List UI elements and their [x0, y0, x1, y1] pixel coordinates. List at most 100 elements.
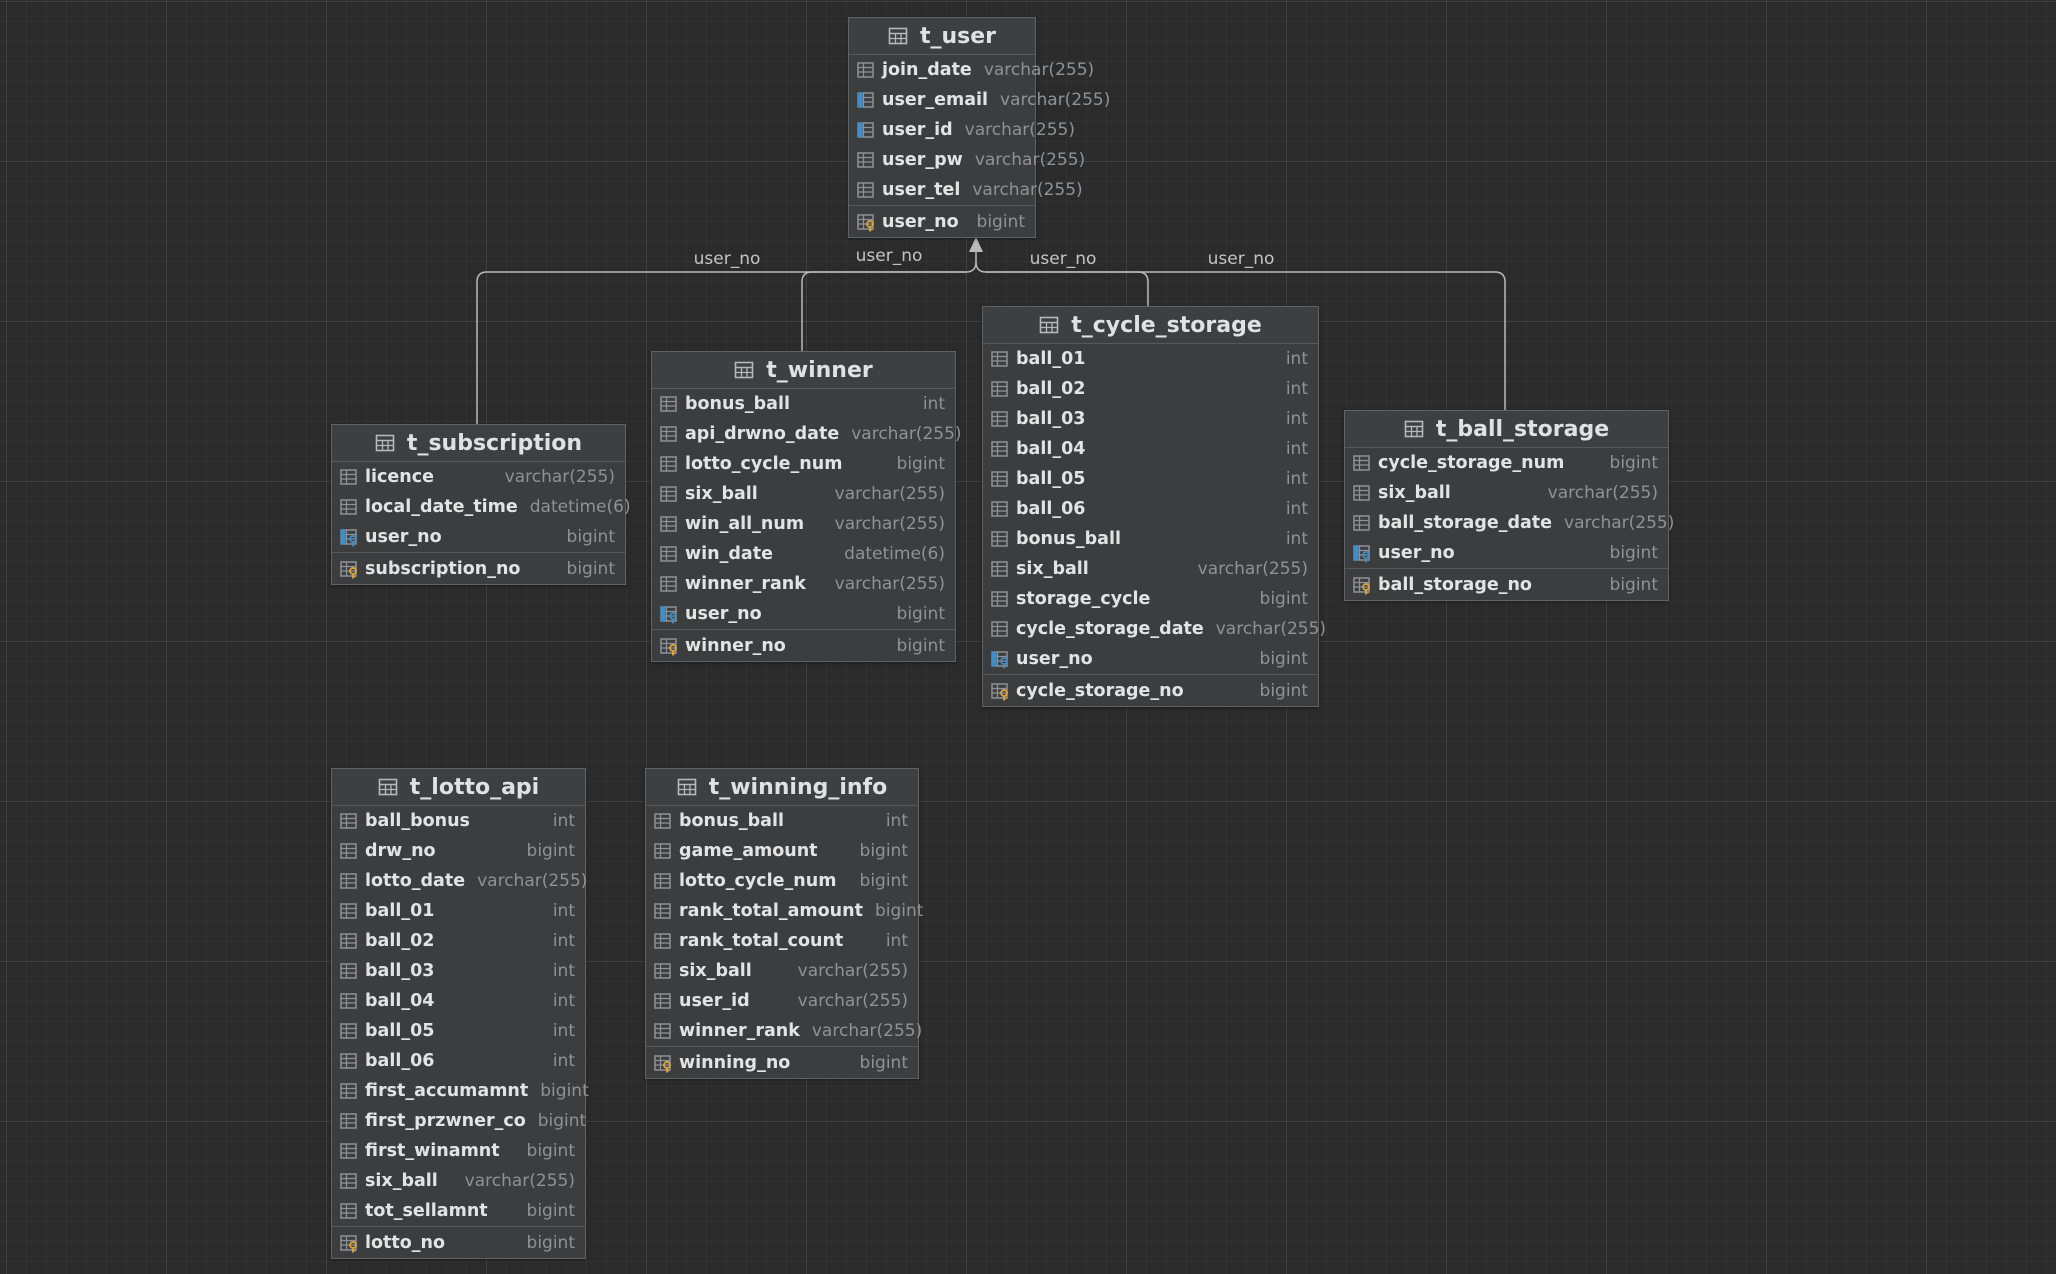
column-name: licence: [365, 467, 434, 487]
column-type: bigint: [896, 454, 945, 474]
table-header[interactable]: t_user: [849, 18, 1035, 55]
column-icon: [340, 1173, 357, 1189]
column-name: ball_storage_date: [1378, 513, 1553, 533]
column-type: varchar(255): [477, 871, 588, 891]
primary-key-column-icon: [340, 560, 357, 578]
column-icon: [991, 411, 1008, 427]
table-header[interactable]: t_cycle_storage: [983, 307, 1318, 344]
table-header[interactable]: t_winning_info: [646, 769, 918, 806]
relationship-label-winner: user_no: [855, 246, 923, 266]
indexed-column-icon: [857, 92, 874, 108]
column-type: int: [552, 901, 575, 921]
column-name: ball_03: [1016, 409, 1086, 429]
table-header[interactable]: t_winner: [652, 352, 955, 389]
table-header[interactable]: t_lotto_api: [332, 769, 585, 806]
column-type: varchar(255): [974, 150, 1086, 170]
column-name: local_date_time: [365, 497, 518, 517]
column-icon: [660, 516, 677, 532]
column-name: win_all_num: [685, 514, 805, 534]
table-name: t_user: [919, 23, 997, 49]
column-type: varchar(255): [1564, 513, 1675, 533]
column-name: ball_01: [365, 901, 435, 921]
column-type: varchar(255): [464, 1171, 575, 1191]
column-row[interactable]: ball_storage_date varchar(255): [1345, 508, 1674, 538]
column-name: user_no: [882, 211, 959, 232]
table-name: t_lotto_api: [409, 774, 540, 800]
column-type: bigint: [859, 841, 908, 861]
table-header[interactable]: t_subscription: [332, 425, 625, 462]
table-header[interactable]: t_ball_storage: [1345, 411, 1668, 448]
column-type: varchar(255): [851, 424, 962, 444]
column-type: bigint: [1609, 574, 1658, 595]
column-icon: [340, 993, 357, 1009]
column-row[interactable]: ball_01 int: [332, 896, 585, 926]
column-name: user_id: [679, 991, 750, 1011]
